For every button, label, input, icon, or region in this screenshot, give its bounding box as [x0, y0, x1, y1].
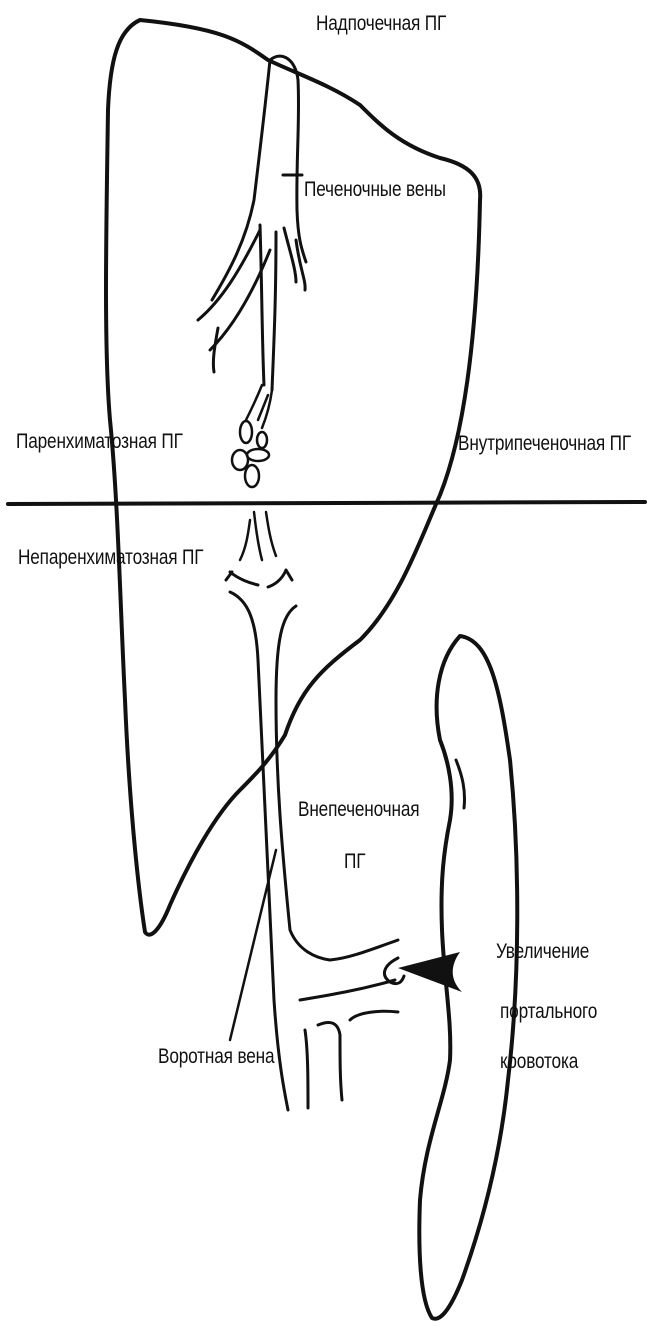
label-extrahepatic-line1: Внепеченочная — [298, 798, 419, 822]
label-flow-line3: кровотока — [500, 1050, 578, 1074]
portal-branches-upper — [240, 512, 276, 560]
portal-vein-right-wall — [276, 606, 330, 960]
label-hepatic-veins: Печеночные вены — [304, 178, 446, 202]
splenic-vein-upper — [330, 940, 398, 960]
hepatic-vein-branch — [284, 228, 305, 290]
sinusoid-branches — [246, 385, 272, 428]
label-flow-line1: Увеличение — [496, 940, 589, 964]
hepatic-vein-branch — [198, 230, 270, 372]
flow-arrow-icon — [398, 952, 462, 992]
label-intrahepatic: Внутрипеченочная ПГ — [458, 432, 631, 456]
portal-vein-left-wall — [230, 592, 288, 1110]
label-nonparenchymal: Непаренхиматозная ПГ — [18, 546, 203, 570]
label-extrahepatic-line2: ПГ — [344, 850, 365, 874]
spleen-inner-notch — [456, 760, 465, 808]
mesenteric-veins — [305, 1011, 398, 1108]
sinusoid-flower — [232, 421, 269, 487]
divider-line — [8, 502, 645, 504]
label-portal-vein: Воротная вена — [158, 1045, 274, 1069]
label-parenchymal: Паренхиматозная ПГ — [16, 430, 183, 454]
splenic-vein-lower — [300, 980, 395, 1000]
label-suprahepatic: Надпочечная ПГ — [316, 12, 446, 36]
label-flow-line2: портального — [500, 1000, 597, 1024]
portal-bifurcation — [226, 570, 292, 587]
portal-vein-pointer — [230, 850, 276, 1040]
hepatic-vein-lower — [260, 225, 276, 390]
liver-outline — [106, 20, 480, 935]
